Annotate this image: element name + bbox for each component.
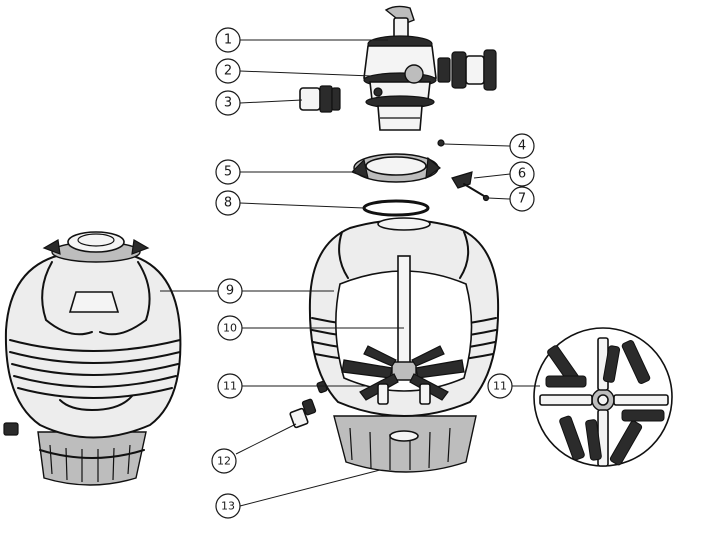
svg-text:5: 5 [224, 165, 232, 180]
svg-text:11: 11 [493, 380, 507, 393]
callout-5: 5 [215, 159, 241, 185]
callout-2: 2 [215, 58, 241, 84]
svg-text:3: 3 [224, 96, 232, 111]
callout-11-tank: 11 [217, 373, 243, 399]
svg-text:13: 13 [221, 500, 235, 513]
callout-10: 10 [217, 315, 243, 341]
callout-1: 1 [215, 27, 241, 53]
clamp-knob [451, 171, 490, 202]
callout-13: 13 [215, 493, 241, 519]
assembled-filter [3, 231, 182, 486]
svg-text:7: 7 [518, 192, 526, 207]
svg-text:11: 11 [223, 380, 237, 393]
union-connector [299, 85, 341, 113]
filter-tank [308, 217, 500, 473]
o-ring [362, 199, 430, 217]
svg-text:12: 12 [217, 455, 231, 468]
drain-plug [289, 380, 328, 429]
multiport-valve [363, 5, 497, 131]
lateral-detail [533, 327, 673, 467]
svg-text:2: 2 [224, 64, 232, 79]
svg-text:6: 6 [518, 167, 526, 182]
lateral-assembly [341, 345, 465, 405]
svg-text:10: 10 [223, 322, 237, 335]
svg-text:8: 8 [224, 196, 232, 211]
svg-text:1: 1 [224, 33, 232, 48]
leader-lines [160, 39, 540, 507]
callout-12: 12 [211, 448, 237, 474]
callout-3: 3 [215, 90, 241, 116]
callout-4: 4 [509, 133, 535, 159]
tank-base [333, 415, 477, 473]
callout-8: 8 [215, 190, 241, 216]
clamp-ring [350, 153, 441, 183]
small-pin [437, 139, 445, 147]
callout-7: 7 [509, 186, 535, 212]
callout-6: 6 [509, 161, 535, 187]
svg-text:9: 9 [226, 284, 234, 299]
callout-9: 9 [217, 278, 243, 304]
callout-11-detail: 11 [487, 373, 513, 399]
svg-text:4: 4 [518, 139, 526, 154]
